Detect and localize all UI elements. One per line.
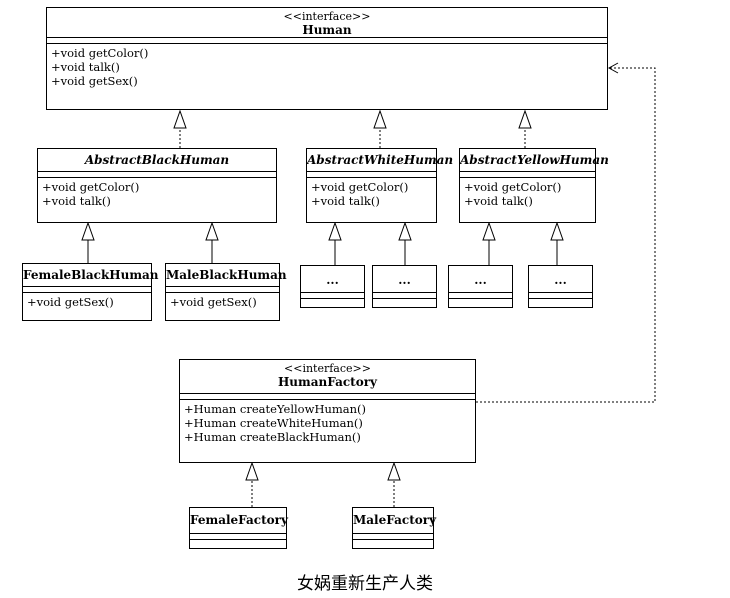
human-factory-interface-box: <<interface>> HumanFactory +Human create… bbox=[179, 359, 476, 463]
female-black-human-box: FemaleBlackHuman +void getSex() bbox=[22, 263, 159, 321]
operation: +void getSex() bbox=[51, 74, 138, 88]
stereotype-label: <<interface>> bbox=[284, 362, 371, 375]
operation: +void getColor() bbox=[51, 46, 149, 60]
hollow-triangle bbox=[518, 109, 532, 129]
yellow-subclass-placeholder: ... bbox=[448, 265, 513, 308]
figure-caption: 女娲重新生产人类 bbox=[297, 574, 433, 594]
stereotype-label: <<interface>> bbox=[283, 10, 371, 23]
operation: +void getSex() bbox=[170, 295, 257, 309]
male-black-human-box: MaleBlackHuman +void getSex() bbox=[165, 263, 287, 321]
male-factory-box: MaleFactory bbox=[352, 507, 437, 549]
class-name: ... bbox=[554, 273, 567, 287]
class-name: AbstractYellowHuman bbox=[460, 153, 609, 167]
operation: +void talk() bbox=[51, 60, 120, 74]
class-name: ... bbox=[474, 273, 487, 287]
operation: +void talk() bbox=[42, 194, 111, 208]
dependency-arrowhead bbox=[607, 62, 619, 74]
white-subclass-placeholder: ... bbox=[300, 265, 365, 308]
class-name: MaleFactory bbox=[353, 513, 437, 527]
abstract-black-human-box: AbstractBlackHuman +void getColor() +voi… bbox=[37, 148, 277, 223]
hollow-triangle bbox=[387, 461, 401, 481]
operation: +Human createYellowHuman() bbox=[184, 402, 367, 416]
class-name: ... bbox=[398, 273, 411, 287]
operation: +void getSex() bbox=[27, 295, 114, 309]
class-name: HumanFactory bbox=[277, 375, 378, 389]
class-name: MaleBlackHuman bbox=[166, 268, 287, 282]
class-name: AbstractWhiteHuman bbox=[307, 153, 454, 167]
operation: +void getColor() bbox=[464, 180, 562, 194]
hollow-triangle bbox=[173, 109, 187, 129]
dependency-factory-to-human bbox=[476, 67, 656, 403]
hollow-triangle bbox=[245, 461, 259, 481]
operation: +Human createBlackHuman() bbox=[184, 430, 361, 444]
hollow-triangle bbox=[328, 221, 342, 241]
hollow-triangle bbox=[398, 221, 412, 241]
class-name: ... bbox=[326, 273, 339, 287]
white-subclass-placeholder: ... bbox=[372, 265, 437, 308]
human-interface-box: <<interface>> Human +void getColor() +vo… bbox=[46, 7, 608, 110]
hollow-triangle bbox=[482, 221, 496, 241]
abstract-yellow-human-box: AbstractYellowHuman +void getColor() +vo… bbox=[459, 148, 609, 223]
class-name: FemaleBlackHuman bbox=[23, 268, 159, 282]
class-name: FemaleFactory bbox=[190, 513, 288, 527]
operation: +void getColor() bbox=[42, 180, 140, 194]
hollow-triangle bbox=[81, 221, 95, 241]
class-name: AbstractBlackHuman bbox=[84, 153, 230, 167]
hollow-triangle bbox=[373, 109, 387, 129]
abstract-white-human-box: AbstractWhiteHuman +void getColor() +voi… bbox=[306, 148, 454, 223]
class-name: Human bbox=[302, 23, 352, 37]
operation: +void talk() bbox=[464, 194, 533, 208]
female-factory-box: FemaleFactory bbox=[189, 507, 288, 549]
operation: +void getColor() bbox=[311, 180, 409, 194]
hollow-triangle bbox=[550, 221, 564, 241]
operation: +Human createWhiteHuman() bbox=[184, 416, 363, 430]
yellow-subclass-placeholder: ... bbox=[528, 265, 593, 308]
operation: +void talk() bbox=[311, 194, 380, 208]
hollow-triangle bbox=[205, 221, 219, 241]
